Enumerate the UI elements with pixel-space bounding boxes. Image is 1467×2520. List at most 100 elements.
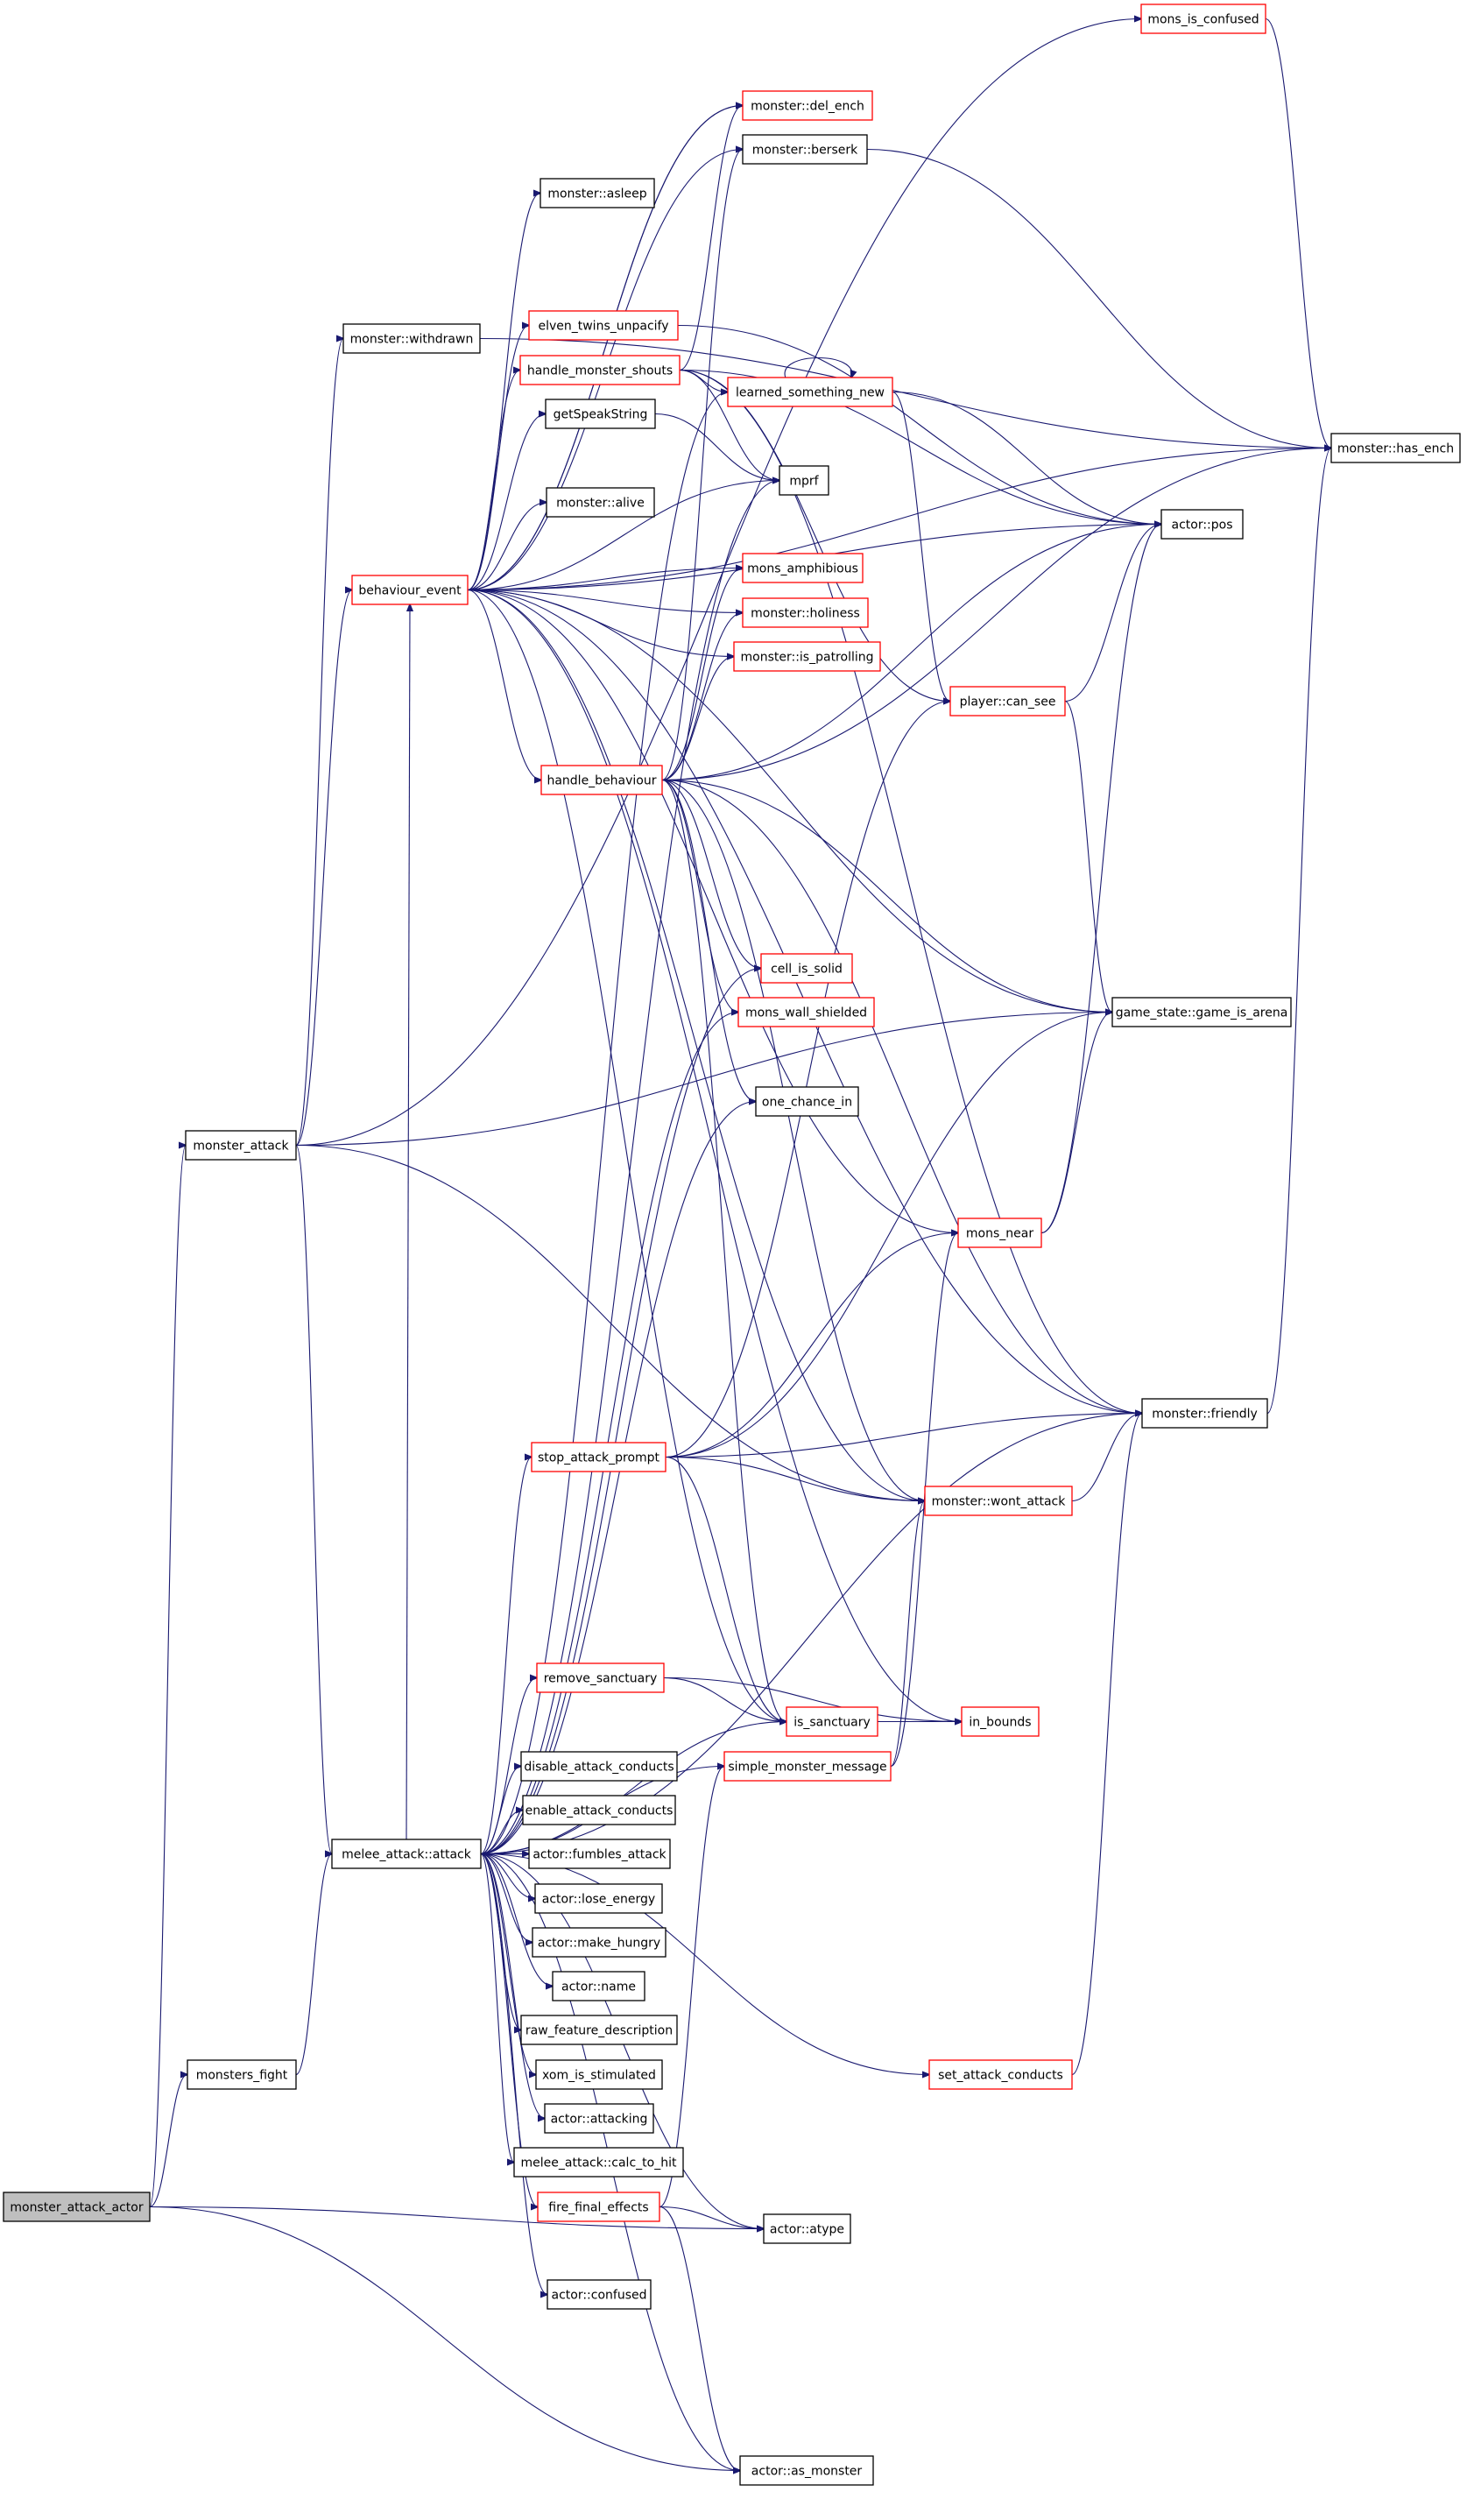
node-monsters-fight[interactable]: monsters_fight <box>187 2059 297 2090</box>
node-mons-wall-shielded[interactable]: mons_wall_shielded <box>737 997 875 1027</box>
edge-player-can-see-to-actor-pos <box>1064 525 1161 702</box>
edge-handle-behaviour-to-mons-amphibious <box>661 568 743 781</box>
node-handle-monster-shouts[interactable]: handle_monster_shouts <box>519 355 681 385</box>
edge-behaviour-event-to-monster-del-ench <box>467 106 743 591</box>
edge-handle-behaviour-to-game-is-arena <box>661 779 1112 1013</box>
node-mprf[interactable]: mprf <box>779 465 829 496</box>
node-monster-has-ench[interactable]: monster::has_ench <box>1330 433 1461 463</box>
node-box <box>528 310 679 341</box>
node-remove-sanctuary[interactable]: remove_sanctuary <box>536 1662 665 1693</box>
node-melee-attack-calc-to-hit[interactable]: melee_attack::calc_to_hit <box>513 2147 684 2178</box>
node-set-attack-conducts[interactable]: set_attack_conducts <box>928 2059 1073 2090</box>
node-in-bounds[interactable]: in_bounds <box>961 1706 1040 1737</box>
node-actor-attacking[interactable]: actor::attacking <box>544 2103 654 2134</box>
node-disable-attack-conducts[interactable]: disable_attack_conducts <box>520 1751 678 1782</box>
node-box <box>3 2192 151 2222</box>
node-monster-alive[interactable]: monster::alive <box>546 487 655 518</box>
node-mons-near[interactable]: mons_near <box>957 1218 1042 1248</box>
edge-melee-attack-attack-to-actor-attacking <box>480 1853 545 2119</box>
node-actor-atype[interactable]: actor::atype <box>763 2213 851 2244</box>
edge-behaviour-event-to-monster-holiness <box>467 589 743 613</box>
node-actor-confused[interactable]: actor::confused <box>547 2279 652 2310</box>
node-stop-attack-prompt[interactable]: stop_attack_prompt <box>531 1442 666 1472</box>
node-actor-lose-energy[interactable]: actor::lose_energy <box>534 1883 663 1914</box>
node-monster-friendly[interactable]: monster::friendly <box>1141 1398 1268 1429</box>
node-actor-as-monster[interactable]: actor::as_monster <box>739 2455 874 2486</box>
node-enable-attack-conducts[interactable]: enable_attack_conducts <box>522 1795 676 1825</box>
node-xom-is-stimulated[interactable]: xom_is_stimulated <box>535 2059 663 2090</box>
edge-monster-wont-attack-to-monster-friendly <box>1071 1414 1142 1502</box>
edge-handle-monster-shouts-to-mprf <box>679 369 779 481</box>
edge-mons-near-to-actor-pos <box>1040 525 1161 1234</box>
node-monster-holiness[interactable]: monster::holiness <box>742 597 869 628</box>
node-monster-attack-actor[interactable]: monster_attack_actor <box>3 2192 151 2222</box>
node-label: one_chance_in <box>762 1096 852 1110</box>
node-monster-del-ench[interactable]: monster::del_ench <box>742 90 873 121</box>
node-monster-withdrawn[interactable]: monster::withdrawn <box>342 323 481 354</box>
edge-fire-final-effects-to-actor-as-monster <box>659 2206 740 2471</box>
edge-melee-attack-attack-to-disable-attack-conducts <box>480 1767 521 1855</box>
node-box <box>1330 433 1461 463</box>
node-player-can-see[interactable]: player::can_see <box>949 686 1066 716</box>
node-behaviour-event[interactable]: behaviour_event <box>351 575 469 605</box>
edge-monsters-fight-to-melee-attack-attack <box>295 1854 332 2076</box>
node-label: actor::atype <box>770 2223 844 2237</box>
node-cell-is-solid[interactable]: cell_is_solid <box>760 953 853 984</box>
node-mons-amphibious[interactable]: mons_amphibious <box>742 553 864 583</box>
node-one-chance-in[interactable]: one_chance_in <box>755 1086 859 1117</box>
node-label: actor::make_hungry <box>538 1937 660 1951</box>
edge-handle-behaviour-to-monster-friendly <box>661 779 1142 1414</box>
node-monster-berserk[interactable]: monster::berserk <box>742 134 868 165</box>
node-label: melee_attack::calc_to_hit <box>521 2156 677 2171</box>
edge-melee-attack-attack-to-cell-is-solid <box>480 969 761 1855</box>
edge-behaviour-event-to-handle-monster-shouts <box>467 371 520 591</box>
node-label: is_sanctuary <box>793 1716 871 1730</box>
node-raw-feature-description[interactable]: raw_feature_description <box>520 2015 678 2045</box>
node-box <box>519 355 681 385</box>
node-monster-asleep[interactable]: monster::asleep <box>540 178 655 208</box>
node-label: monster::has_ench <box>1337 442 1454 456</box>
edge-behaviour-event-to-mprf <box>467 481 779 591</box>
nodes-layer: mons_is_confusedmonster::del_enchmonster… <box>3 4 1461 2486</box>
node-label: game_state::game_is_arena <box>1116 1006 1288 1020</box>
edge-melee-attack-attack-to-actor-make-hungry <box>480 1853 532 1943</box>
node-label: set_attack_conducts <box>938 2069 1063 2083</box>
edge-behaviour-event-to-is-sanctuary <box>467 589 786 1722</box>
node-box <box>351 575 469 605</box>
node-box <box>742 134 868 165</box>
edge-handle-monster-shouts-to-learned-something-new <box>679 369 728 392</box>
edge-stop-attack-prompt-to-monster-wont-attack <box>665 1456 925 1501</box>
edge-handle-behaviour-to-monster-berserk <box>661 150 743 781</box>
node-is-sanctuary[interactable]: is_sanctuary <box>786 1706 878 1737</box>
node-box <box>545 399 656 429</box>
edge-monster-attack-to-melee-attack-attack <box>295 1144 332 1854</box>
node-label: cell_is_solid <box>771 963 843 977</box>
edge-monster-withdrawn-to-monster-has-ench <box>479 337 1331 448</box>
node-label: actor::name <box>561 1980 636 1994</box>
node-fire-final-effects[interactable]: fire_final_effects <box>537 2192 660 2222</box>
node-handle-behaviour[interactable]: handle_behaviour <box>540 765 663 795</box>
node-actor-make-hungry[interactable]: actor::make_hungry <box>532 1927 666 1958</box>
node-learned-something-new[interactable]: learned_something_new <box>727 377 893 407</box>
node-label: enable_attack_conducts <box>525 1804 674 1818</box>
node-simple-monster-message[interactable]: simple_monster_message <box>723 1751 892 1782</box>
node-box <box>342 323 481 354</box>
edge-handle-behaviour-to-is-sanctuary <box>661 779 786 1722</box>
edge-monster-attack-actor-to-monsters-fight <box>149 2075 187 2208</box>
node-elven-twins-unpacify[interactable]: elven_twins_unpacify <box>528 310 679 341</box>
node-getSpeakString[interactable]: getSpeakString <box>545 399 656 429</box>
node-monster-wont-attack[interactable]: monster::wont_attack <box>924 1486 1073 1516</box>
node-actor-fumbles-attack[interactable]: actor::fumbles_attack <box>528 1839 671 1869</box>
node-box <box>513 2147 684 2178</box>
edge-monster-attack-to-game-is-arena <box>295 1013 1112 1147</box>
node-monster-attack[interactable]: monster_attack <box>185 1130 297 1161</box>
edge-melee-attack-attack-to-actor-name <box>480 1853 553 1987</box>
node-actor-pos[interactable]: actor::pos <box>1160 509 1244 540</box>
node-mons-is-confused[interactable]: mons_is_confused <box>1140 4 1266 34</box>
node-actor-name[interactable]: actor::name <box>552 1971 645 2001</box>
node-melee-attack-attack[interactable]: melee_attack::attack <box>331 1839 482 1869</box>
edge-monster-attack-to-monster-wont-attack <box>295 1144 925 1501</box>
node-game-is-arena[interactable]: game_state::game_is_arena <box>1111 997 1292 1027</box>
edge-behaviour-event-to-monster-has-ench <box>467 448 1331 591</box>
node-monster-is-patrolling[interactable]: monster::is_patrolling <box>733 641 881 672</box>
